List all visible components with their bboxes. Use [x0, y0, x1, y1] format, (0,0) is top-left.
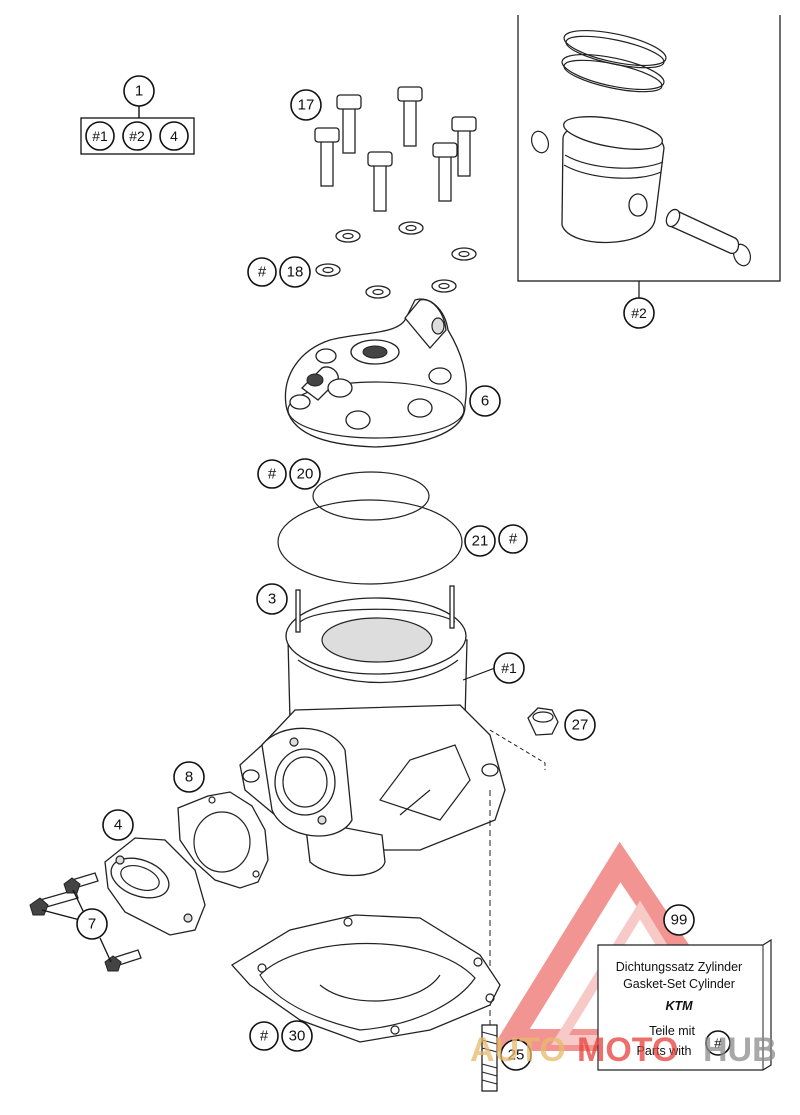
label-18: 18 [287, 264, 304, 281]
piston-kit[interactable] [517, 15, 781, 300]
label-3: 3 [268, 591, 276, 608]
kit-line-4: Parts with [637, 1044, 692, 1058]
label-6: 6 [481, 393, 489, 410]
item-20-callout[interactable]: # 20 [257, 458, 321, 490]
label-17: 17 [298, 97, 315, 114]
bolt [367, 151, 393, 212]
label-99: 99 [671, 912, 688, 929]
cylinder-base-gasket[interactable] [230, 914, 501, 1043]
kit-line-1: Dichtungssatz Zylinder [616, 960, 742, 974]
kit-hash: # [714, 1035, 722, 1051]
label-30-hash: # [260, 1028, 269, 1045]
watermark-text-hub: HUB [703, 1031, 777, 1069]
cylinder-head[interactable] [284, 298, 467, 448]
item-25-callout[interactable]: 25 [500, 1039, 532, 1071]
label-2: #2 [631, 305, 647, 321]
cylinder[interactable] [239, 585, 506, 877]
label-18-hash: # [258, 264, 267, 281]
item-8-callout[interactable]: 8 [173, 761, 205, 793]
item-21-callout[interactable]: 21 # [464, 524, 528, 557]
head-o-ring-large[interactable] [277, 499, 463, 585]
item-1-callout[interactable]: 1 #1 #2 4 [80, 75, 195, 155]
washers[interactable] [315, 221, 477, 299]
cylinder-head-bolts[interactable] [314, 86, 477, 212]
item-6-callout[interactable]: 6 [469, 385, 501, 417]
label-1-sub-2: #2 [129, 128, 145, 144]
item-7-callout[interactable]: 7 [41, 889, 112, 963]
item-1-cylinder-callout[interactable]: #1 [462, 652, 525, 684]
label-1-sub-3: 4 [170, 128, 178, 144]
item-99-callout[interactable]: 99 [663, 904, 695, 936]
label-20-hash: # [268, 466, 277, 483]
label-25: 25 [508, 1047, 525, 1064]
item-17-callout[interactable]: 17 [290, 89, 322, 121]
label-21: 21 [472, 533, 489, 550]
kit-brand-logo: KTM [665, 999, 693, 1013]
label-1-sub-1: #1 [92, 128, 108, 144]
exhaust-gasket[interactable] [177, 791, 269, 889]
watermark-text-auto: AUTO [470, 1031, 566, 1069]
item-4-callout[interactable]: 4 [102, 809, 134, 841]
bolt [451, 116, 477, 177]
bolt [314, 127, 340, 187]
cylinder-stud[interactable] [481, 1024, 498, 1092]
kit-line-2: Gasket-Set Cylinder [623, 977, 735, 991]
item-18-callout[interactable]: # 18 [247, 256, 311, 288]
label-7: 7 [88, 916, 96, 933]
watermark-text: AUTO MOTO HUB [470, 1031, 777, 1069]
exhaust-flange[interactable] [104, 837, 206, 936]
bolt [432, 142, 458, 202]
flange-screws[interactable] [29, 872, 142, 972]
label-21-hash: # [509, 531, 518, 548]
label-4: 4 [114, 817, 122, 834]
kit-line-3: Teile mit [649, 1024, 695, 1038]
item-2-callout[interactable]: #2 [623, 297, 655, 329]
gasket-set-kit[interactable]: Dichtungssatz Zylinder Gasket-Set Cylind… [597, 938, 772, 1071]
label-27: 27 [572, 717, 589, 734]
bolt [336, 94, 362, 154]
item-30-callout[interactable]: # 30 [249, 1020, 313, 1052]
watermark-text-moto: MOTO [577, 1031, 678, 1069]
label-1: 1 [135, 83, 143, 100]
label-30: 30 [289, 1028, 306, 1045]
label-1-cylinder: #1 [501, 660, 517, 676]
item-27-callout[interactable]: 27 [564, 709, 596, 741]
label-8: 8 [185, 769, 193, 786]
bolt [397, 86, 423, 147]
nut[interactable] [489, 707, 559, 770]
item-3-callout[interactable]: 3 [256, 583, 288, 615]
label-20: 20 [297, 466, 314, 483]
head-o-ring-small[interactable] [312, 471, 430, 521]
